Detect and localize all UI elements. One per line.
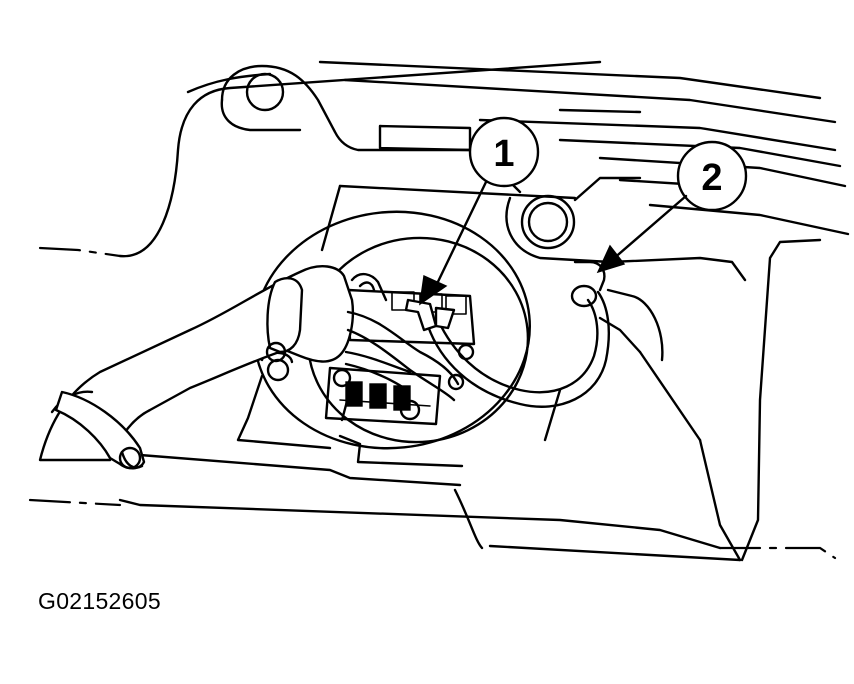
fuel-hose xyxy=(38,265,354,470)
figure-id-label: G02152605 xyxy=(38,588,161,614)
callout-2-label: 2 xyxy=(701,157,722,199)
top-ribs xyxy=(318,60,850,236)
callout-1: 1 xyxy=(419,116,540,306)
upper-bolt-boss xyxy=(220,64,472,152)
right-bracket xyxy=(570,260,702,442)
mounting-plate xyxy=(236,184,577,450)
housing-outline xyxy=(28,60,837,562)
wiring-harness xyxy=(344,290,611,408)
callout-2: 2 xyxy=(596,140,748,274)
terminal-block xyxy=(324,366,442,426)
callout-1-label: 1 xyxy=(493,133,514,175)
